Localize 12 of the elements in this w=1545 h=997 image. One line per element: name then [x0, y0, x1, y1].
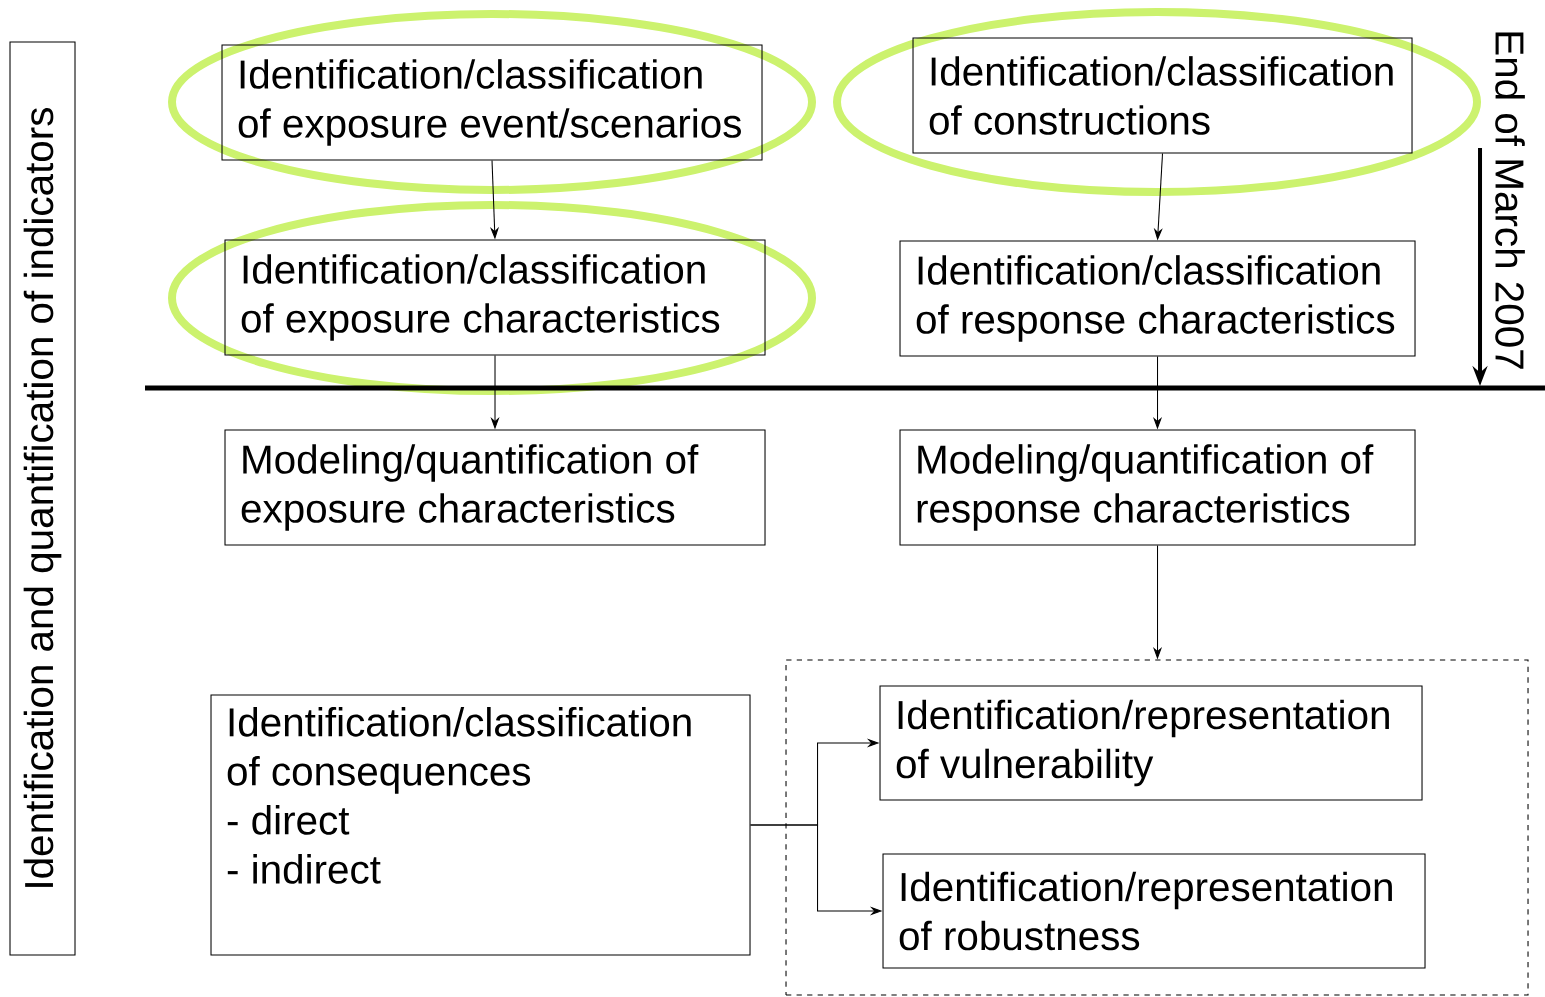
process-box: Identification/representation of robustness [882, 853, 1426, 969]
process-box: Identification/classification of consequences - direct - indirect [210, 694, 751, 956]
process-box: Modeling/quantification of exposure characteristics [224, 429, 766, 546]
dashed-frame [785, 659, 1529, 996]
process-box: Identification/classification of response characteristics [899, 240, 1416, 357]
process-box: Identification/classification of exposure characteristics [224, 239, 766, 356]
process-box: Identification/representation of vulnerability [879, 685, 1423, 801]
process-box: Identification/classification of exposure event/scenarios [221, 44, 763, 161]
process-box: Identification/classification of constructions [912, 37, 1413, 154]
process-box: Modeling/quantification of response characteristics [899, 429, 1416, 546]
side-box: Identification and quantification of indicators [9, 41, 76, 956]
timeline-label: End of March 2007 [1495, 32, 1525, 369]
